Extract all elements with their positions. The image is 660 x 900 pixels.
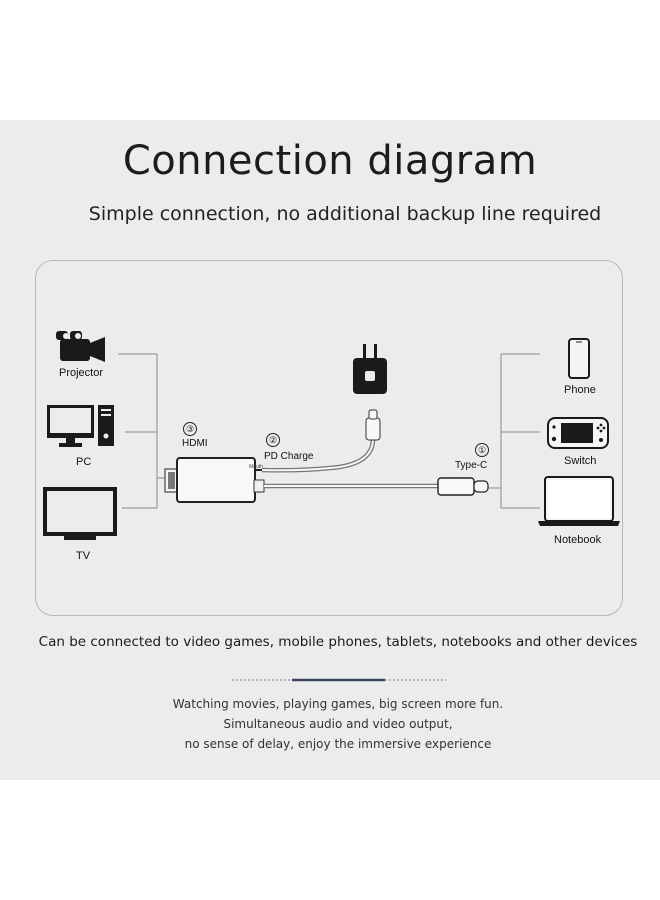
- footer-line-2: Simultaneous audio and video output,: [223, 717, 453, 731]
- pc-icon: [47, 405, 114, 447]
- right-device-label-phone: Phone: [564, 384, 596, 396]
- pd-charge-cable: [261, 439, 376, 473]
- left-device-label-pc: PC: [76, 456, 92, 468]
- switch-console-icon: [547, 417, 609, 449]
- tv-icon: [43, 487, 117, 540]
- port-label-hdmi: HDMI: [182, 438, 208, 449]
- notebook-icon: [538, 476, 620, 526]
- footer-line-1: Watching movies, playing games, big scre…: [172, 697, 504, 711]
- footer-line-3: no sense of delay, enjoy the immersive e…: [184, 737, 492, 751]
- port-number-pd-charge: ②: [266, 433, 280, 447]
- port-number-hdmi: ③: [183, 422, 197, 436]
- adapter-small-label: Mouth: [249, 464, 263, 470]
- type-c-connector: [437, 477, 489, 496]
- right-bracket-lines: [488, 353, 540, 509]
- phone-icon: [568, 338, 590, 379]
- page-title: Connection diagram: [122, 138, 538, 184]
- caption: Can be connected to video games, mobile …: [38, 634, 638, 650]
- left-bracket-lines: [118, 353, 172, 509]
- usb-c-charge-plug: [365, 409, 381, 441]
- diagram-frame: [35, 260, 623, 616]
- charger-icon: [353, 344, 387, 394]
- left-device-label-projector: Projector: [59, 367, 104, 379]
- right-device-label-switch: Switch: [564, 455, 597, 467]
- port-number-type-c: ①: [475, 443, 489, 457]
- port-label-pd-charge: PD Charge: [264, 451, 314, 462]
- right-device-label-notebook: Notebook: [554, 534, 602, 546]
- left-device-label-tv: TV: [76, 550, 91, 562]
- port-label-type-c: Type-C: [455, 460, 488, 471]
- page-subtitle: Simple connection, no additional backup …: [88, 203, 602, 225]
- projector-icon: [56, 331, 105, 362]
- adapter-body: [176, 457, 265, 503]
